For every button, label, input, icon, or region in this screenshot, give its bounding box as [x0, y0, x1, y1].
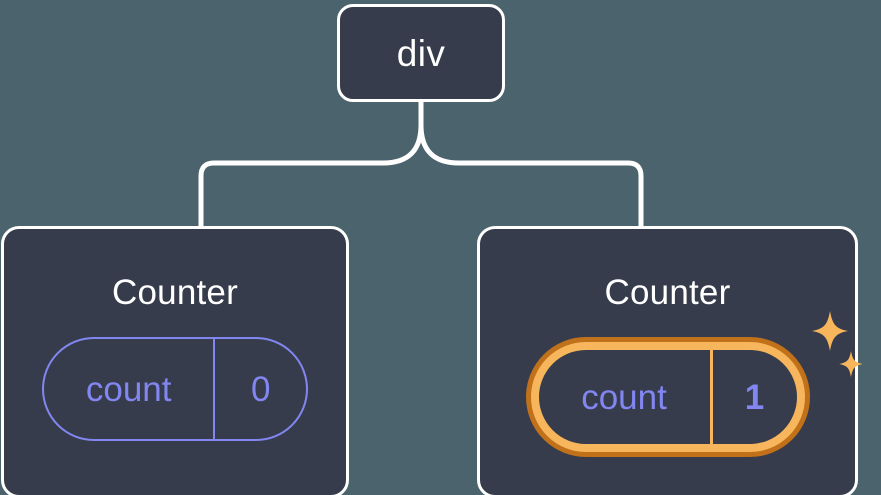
- state-value-label-right: 1: [744, 377, 765, 417]
- node-counter-right-title: Counter: [604, 273, 731, 312]
- node-counter-right[interactable]: Counter count 1: [477, 226, 863, 495]
- sparkle-large-icon: [811, 311, 848, 351]
- state-value-cell-right: 1: [713, 350, 797, 444]
- state-key-cell-left: count: [44, 339, 216, 439]
- state-pill-right[interactable]: count 1: [525, 337, 810, 457]
- state-pill-right-inner-ring: count 1: [530, 342, 805, 452]
- connector-to-right-child: [418, 122, 644, 231]
- state-pill-left[interactable]: count 0: [42, 337, 308, 441]
- node-counter-left-title: Counter: [112, 273, 238, 312]
- state-key-cell-right: count: [539, 350, 713, 444]
- sparkle-group: [811, 311, 863, 377]
- node-root-label: div: [396, 32, 446, 74]
- state-pill-left-wrap: count 0: [42, 337, 308, 441]
- state-value-label-left: 0: [250, 369, 271, 409]
- state-pill-right-wrap: count 1: [525, 311, 863, 457]
- state-key-label-left: count: [85, 369, 172, 409]
- state-key-label-right: count: [581, 377, 667, 417]
- node-root-div[interactable]: div: [337, 4, 505, 102]
- node-counter-left[interactable]: Counter count 0: [1, 226, 349, 495]
- connector-to-left-child: [198, 122, 424, 231]
- sparkle-small-icon: [838, 351, 863, 377]
- state-value-cell-left: 0: [215, 339, 306, 439]
